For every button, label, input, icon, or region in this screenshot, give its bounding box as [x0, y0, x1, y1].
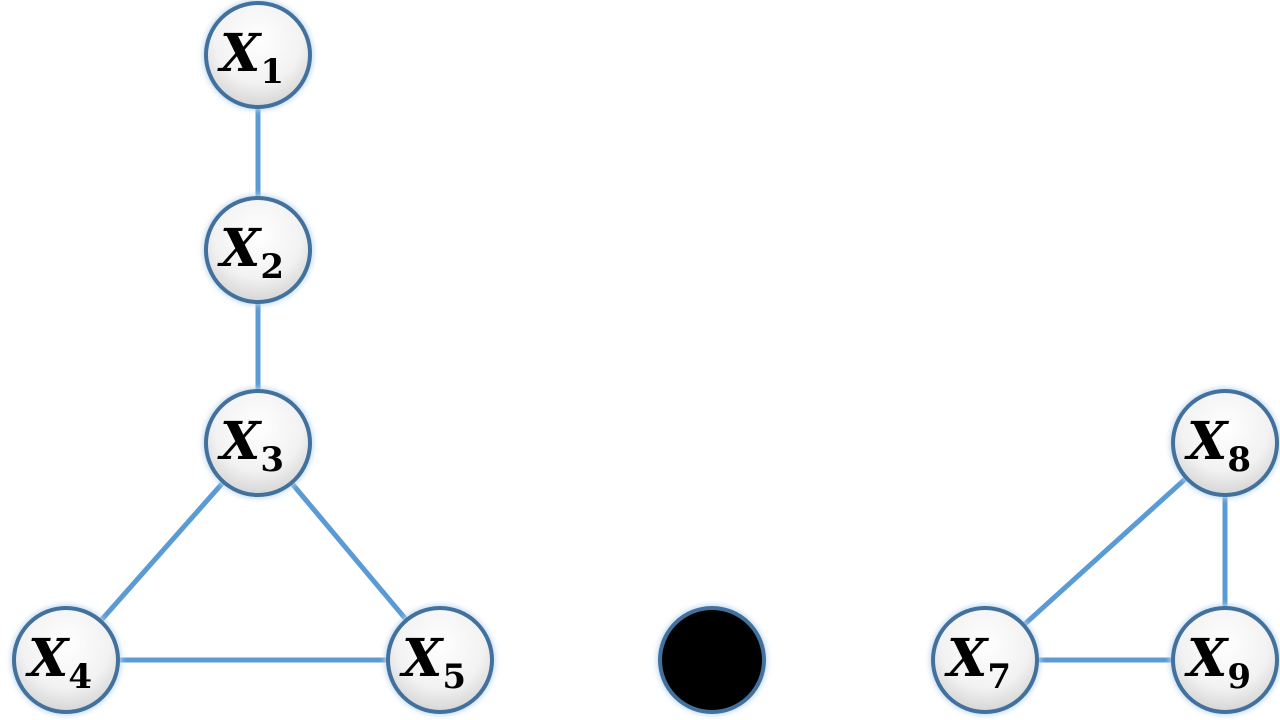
node-x5: X5 — [385, 605, 495, 715]
node-circle — [1171, 606, 1279, 714]
node-x1: X1 — [203, 0, 313, 110]
node-subscript: 4 — [68, 657, 92, 697]
edges-layer — [64, 55, 1228, 663]
node-letter: X — [1184, 628, 1230, 689]
node-circle — [1171, 389, 1279, 497]
node-label: X3 — [217, 411, 284, 480]
node-label: X5 — [399, 628, 466, 697]
node-label: X8 — [1184, 411, 1251, 480]
node-letter: X — [25, 628, 71, 689]
node-circle — [204, 196, 312, 304]
node-x4: X4 — [11, 605, 121, 715]
node-subscript: 2 — [260, 247, 284, 287]
node-x2: X2 — [203, 195, 313, 305]
node-label: X9 — [1184, 628, 1251, 697]
node-label: X2 — [217, 218, 284, 287]
node-letter: X — [399, 628, 445, 689]
node-letter: X — [944, 628, 990, 689]
node-letter: X — [1184, 411, 1230, 472]
node-x7: X7 — [930, 605, 1040, 715]
node-subscript: 1 — [260, 52, 284, 92]
node-subscript: 7 — [987, 657, 1011, 697]
filled-node-circle — [658, 606, 766, 714]
node-circle — [931, 606, 1039, 714]
node-letter: X — [217, 23, 263, 84]
node-label: X1 — [217, 23, 284, 92]
node-subscript: 5 — [442, 657, 466, 697]
node-letter: X — [217, 411, 263, 472]
node-circle — [12, 606, 120, 714]
node-subscript: 8 — [1227, 440, 1251, 480]
node-circle — [204, 1, 312, 109]
node-circle — [386, 606, 494, 714]
node-circle — [204, 389, 312, 497]
node-subscript: 3 — [260, 440, 284, 480]
node-x3: X3 — [203, 388, 313, 498]
node-subscript: 9 — [1227, 657, 1251, 697]
node-label: X7 — [944, 628, 1011, 697]
node-x6 — [657, 605, 767, 715]
node-x9: X9 — [1170, 605, 1280, 715]
node-letter: X — [217, 218, 263, 279]
node-label: X4 — [25, 628, 92, 697]
node-x8: X8 — [1170, 388, 1280, 498]
